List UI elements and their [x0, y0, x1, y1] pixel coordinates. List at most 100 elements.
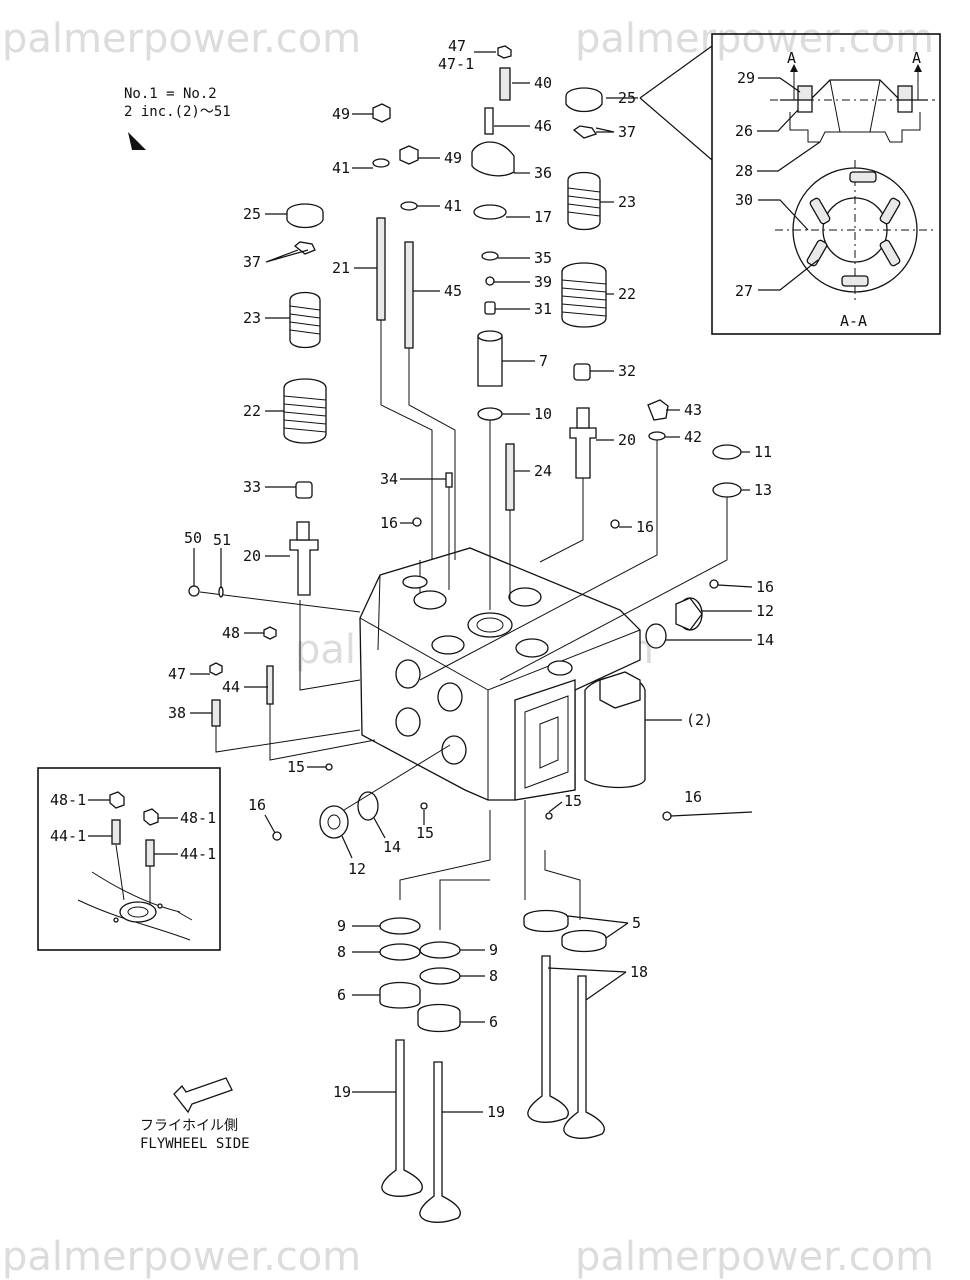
callout-24: 24 — [534, 462, 552, 480]
callout-22-right: 22 — [618, 285, 636, 303]
callout-51: 51 — [213, 531, 231, 549]
callout-2: (2) — [686, 711, 713, 729]
callout-20-left: 20 — [243, 547, 261, 565]
callout-21: 21 — [332, 259, 350, 277]
watermark-top-right: palmerpower.com — [575, 16, 934, 62]
callout-48-1-b: 48-1 — [180, 809, 216, 827]
callout-48: 48 — [222, 624, 240, 642]
callout-6-a: 6 — [337, 986, 346, 1004]
callout-37-right: 37 — [618, 123, 636, 141]
callout-31: 31 — [534, 300, 552, 318]
callout-36: 36 — [534, 164, 552, 182]
callout-16-a: 16 — [380, 514, 398, 532]
note-line-1: No.1 = No.2 — [124, 86, 217, 102]
watermark-top-left: palmerpower.com — [2, 16, 361, 62]
callout-47-top: 47 — [448, 37, 466, 55]
callout-10: 10 — [534, 405, 552, 423]
callout-44-1-a: 44-1 — [50, 827, 86, 845]
watermark-bottom-left: palmerpower.com — [2, 1234, 361, 1280]
callout-13: 13 — [754, 481, 772, 499]
bottom-valves — [379, 800, 607, 1223]
callout-33: 33 — [243, 478, 261, 496]
callout-41-b: 41 — [444, 197, 462, 215]
callout-7: 7 — [539, 352, 548, 370]
callout-15-c: 15 — [564, 792, 582, 810]
callout-8-b: 8 — [489, 967, 498, 985]
callout-14-left: 14 — [383, 838, 401, 856]
callout-22-left: 22 — [243, 402, 261, 420]
callout-15-b: 15 — [416, 824, 434, 842]
callout-30: 30 — [735, 191, 753, 209]
watermarks: palmerpower.com palmerpower.com palmerpo… — [2, 16, 934, 1280]
callout-16-c: 16 — [756, 578, 774, 596]
section-title: A-A — [840, 312, 867, 330]
studs-and-nuts — [372, 103, 456, 560]
flywheel-label-en: FLYWHEEL SIDE — [140, 1136, 250, 1152]
callout-48-1-a: 48-1 — [50, 791, 86, 809]
callout-25-left: 25 — [243, 205, 261, 223]
leader-lines — [190, 51, 753, 1113]
callout-8-a: 8 — [337, 943, 346, 961]
callout-6-b: 6 — [489, 1013, 498, 1031]
callout-19-a: 19 — [333, 1083, 351, 1101]
callout-14-right: 14 — [756, 631, 774, 649]
callout-47-1: 47-1 — [438, 55, 474, 73]
callout-32: 32 — [618, 362, 636, 380]
flywheel-direction: フライホイル側 FLYWHEEL SIDE — [140, 1077, 250, 1152]
callout-38: 38 — [168, 704, 186, 722]
callout-49-a: 49 — [332, 105, 350, 123]
callout-27: 27 — [735, 282, 753, 300]
callout-45: 45 — [444, 282, 462, 300]
callout-12-left: 12 — [348, 860, 366, 878]
center-injector-stack — [445, 45, 515, 610]
callout-23-right: 23 — [618, 193, 636, 211]
note-line-2: 2 inc.(2)～51 — [124, 104, 231, 120]
right-side-plugs — [272, 399, 742, 841]
callout-39: 39 — [534, 273, 552, 291]
callout-16-e: 16 — [248, 796, 266, 814]
callout-23-left: 23 — [243, 309, 261, 327]
callout-37-left: 37 — [243, 253, 261, 271]
callout-49-b: 49 — [444, 149, 462, 167]
callout-17: 17 — [534, 208, 552, 226]
callout-35: 35 — [534, 249, 552, 267]
callout-43: 43 — [684, 401, 702, 419]
callout-25-right: 25 — [618, 89, 636, 107]
callout-50: 50 — [184, 529, 202, 547]
callout-labels: 47 47-1 40 46 36 17 35 39 31 7 10 24 34 … — [168, 37, 774, 1121]
section-inset: A A A-A 29 26 28 30 27 — [711, 33, 941, 335]
callout-46: 46 — [534, 117, 552, 135]
flywheel-label-jp: フライホイル側 — [140, 1118, 238, 1134]
callout-11: 11 — [754, 443, 772, 461]
callout-9-a: 9 — [337, 917, 346, 935]
callout-28: 28 — [735, 162, 753, 180]
right-valve-stack — [539, 87, 607, 563]
callout-15-a: 15 — [287, 758, 305, 776]
callout-34: 34 — [380, 470, 398, 488]
callout-41-a: 41 — [332, 159, 350, 177]
section-arrow-label-right: A — [912, 49, 921, 67]
callout-16-d: 16 — [684, 788, 702, 806]
callout-42: 42 — [684, 428, 702, 446]
cylinder-head-block — [359, 547, 646, 801]
stud-detail-inset: 48-1 44-1 48-1 44-1 — [37, 767, 221, 951]
callout-19-b: 19 — [487, 1103, 505, 1121]
watermark-bottom-right: palmerpower.com — [575, 1234, 934, 1280]
callout-26: 26 — [735, 122, 753, 140]
callout-9-b: 9 — [489, 941, 498, 959]
callout-47: 47 — [168, 665, 186, 683]
section-arrow-label-left: A — [787, 49, 796, 67]
left-valve-stack — [283, 203, 327, 596]
callout-5: 5 — [632, 914, 641, 932]
callout-12-right: 12 — [756, 602, 774, 620]
left-side-parts — [188, 585, 451, 839]
direction-arrow-icon — [128, 132, 146, 150]
callout-44-1-b: 44-1 — [180, 845, 216, 863]
callout-18: 18 — [630, 963, 648, 981]
callout-20-right: 20 — [618, 431, 636, 449]
callout-44: 44 — [222, 678, 240, 696]
callout-40: 40 — [534, 74, 552, 92]
callout-16-b: 16 — [636, 518, 654, 536]
callout-29: 29 — [737, 69, 755, 87]
